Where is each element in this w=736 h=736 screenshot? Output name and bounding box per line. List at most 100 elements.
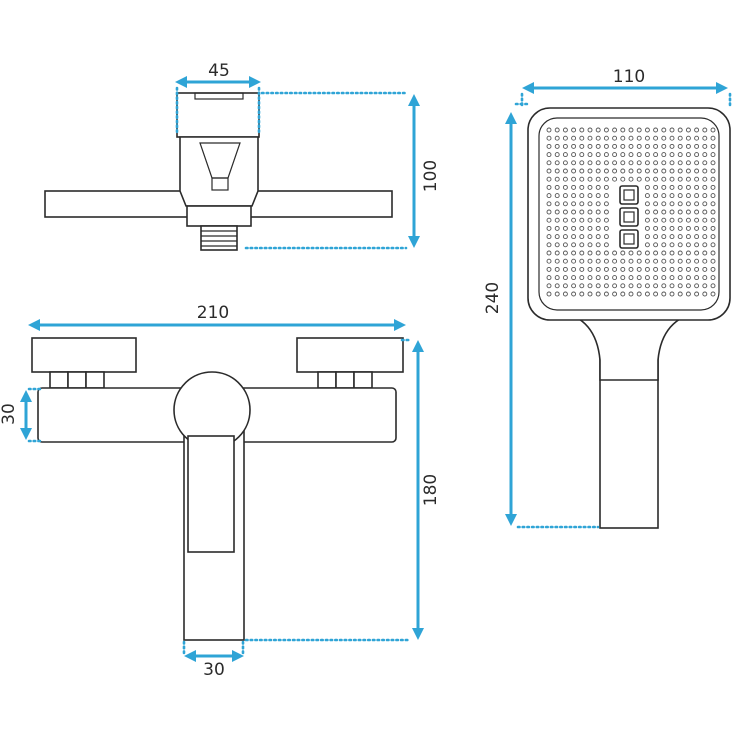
nozzle-hole <box>620 176 626 182</box>
nozzle-hole <box>562 234 568 240</box>
nozzle-hole <box>554 152 560 158</box>
nozzle-hole <box>694 234 700 240</box>
nozzle-hole <box>669 250 675 256</box>
nozzle-hole <box>571 209 577 215</box>
nozzle-hole <box>685 209 691 215</box>
nozzle-hole <box>677 176 683 182</box>
nozzle-hole <box>546 176 552 182</box>
nozzle-hole <box>694 152 700 158</box>
nozzle-hole <box>669 242 675 248</box>
nozzle-hole <box>587 225 593 231</box>
nozzle-hole <box>669 266 675 272</box>
nozzle-hole <box>677 135 683 141</box>
nozzle-hole <box>546 275 552 281</box>
nozzle-hole <box>571 250 577 256</box>
nozzle-hole <box>653 168 659 174</box>
nozzle-hole <box>587 135 593 141</box>
nozzle-hole <box>669 160 675 166</box>
nozzle-hole <box>587 266 593 272</box>
nozzle-hole <box>677 225 683 231</box>
dimension-45: 45 <box>175 61 261 137</box>
nozzle-hole <box>562 242 568 248</box>
nozzle-hole <box>587 234 593 240</box>
nozzle-hole <box>710 143 716 149</box>
nozzle-hole <box>554 258 560 264</box>
nozzle-hole <box>603 242 609 248</box>
nozzle-hole <box>603 266 609 272</box>
nozzle-hole <box>579 250 585 256</box>
nozzle-hole <box>653 225 659 231</box>
nozzle-hole <box>661 291 667 297</box>
nozzle-hole <box>653 291 659 297</box>
nozzle-hole <box>603 201 609 207</box>
nozzle-hole <box>694 135 700 141</box>
nozzle-hole <box>653 184 659 190</box>
nozzle-hole <box>644 225 650 231</box>
nozzle-hole <box>710 275 716 281</box>
nozzle-hole <box>702 135 708 141</box>
nozzle-hole <box>562 135 568 141</box>
nozzle-hole <box>644 176 650 182</box>
nozzle-hole <box>620 283 626 289</box>
dimension-180: 180 <box>244 338 441 642</box>
nozzle-hole <box>661 275 667 281</box>
nozzle-hole <box>636 266 642 272</box>
nozzle-hole <box>595 160 601 166</box>
nozzle-hole <box>661 242 667 248</box>
nozzle-hole <box>554 266 560 272</box>
top-view-cap-inner <box>194 92 244 100</box>
nozzle-hole <box>702 143 708 149</box>
nozzle-hole <box>579 135 585 141</box>
nozzle-hole <box>653 217 659 223</box>
nozzle-hole <box>554 217 560 223</box>
nozzle-hole <box>710 160 716 166</box>
nozzle-hole <box>546 209 552 215</box>
dimension-30-width-label: 30 <box>203 660 225 680</box>
nozzle-hole <box>669 291 675 297</box>
nozzle-hole <box>653 176 659 182</box>
nozzle-hole <box>702 160 708 166</box>
nozzle-hole <box>694 143 700 149</box>
nozzle-hole <box>562 184 568 190</box>
dimension-30-width: 30 <box>182 640 245 680</box>
nozzle-hole <box>595 258 601 264</box>
nozzle-hole <box>677 152 683 158</box>
nozzle-hole <box>612 152 618 158</box>
nozzle-hole <box>612 258 618 264</box>
nozzle-hole <box>661 201 667 207</box>
nozzle-hole <box>612 127 618 133</box>
nozzle-hole <box>661 234 667 240</box>
nozzle-hole <box>612 275 618 281</box>
nozzle-hole <box>554 160 560 166</box>
nozzle-hole <box>579 127 585 133</box>
nozzle-hole <box>677 234 683 240</box>
nozzle-hole <box>546 266 552 272</box>
nozzle-hole <box>554 176 560 182</box>
nozzle-hole <box>595 283 601 289</box>
nozzle-hole <box>620 291 626 297</box>
dimension-110-label: 110 <box>613 67 645 87</box>
nozzle-hole <box>653 152 659 158</box>
dimension-210: 210 <box>28 303 406 331</box>
nozzle-hole <box>628 143 634 149</box>
nozzle-hole <box>685 217 691 223</box>
dimension-110: 110 <box>520 67 732 110</box>
nozzle-hole <box>710 217 716 223</box>
nozzle-hole <box>644 291 650 297</box>
nozzle-hole <box>669 143 675 149</box>
nozzle-hole <box>653 209 659 215</box>
nozzle-hole <box>694 176 700 182</box>
nozzle-hole <box>587 193 593 199</box>
nozzle-hole <box>685 242 691 248</box>
nozzle-hole <box>710 250 716 256</box>
nozzle-hole <box>554 242 560 248</box>
nozzle-hole <box>571 291 577 297</box>
nozzle-hole <box>587 209 593 215</box>
nozzle-hole <box>562 152 568 158</box>
nozzle-hole <box>644 209 650 215</box>
nozzle-hole <box>595 193 601 199</box>
nozzle-hole <box>579 217 585 223</box>
nozzle-hole <box>644 242 650 248</box>
nozzle-hole <box>702 127 708 133</box>
nozzle-hole <box>628 135 634 141</box>
